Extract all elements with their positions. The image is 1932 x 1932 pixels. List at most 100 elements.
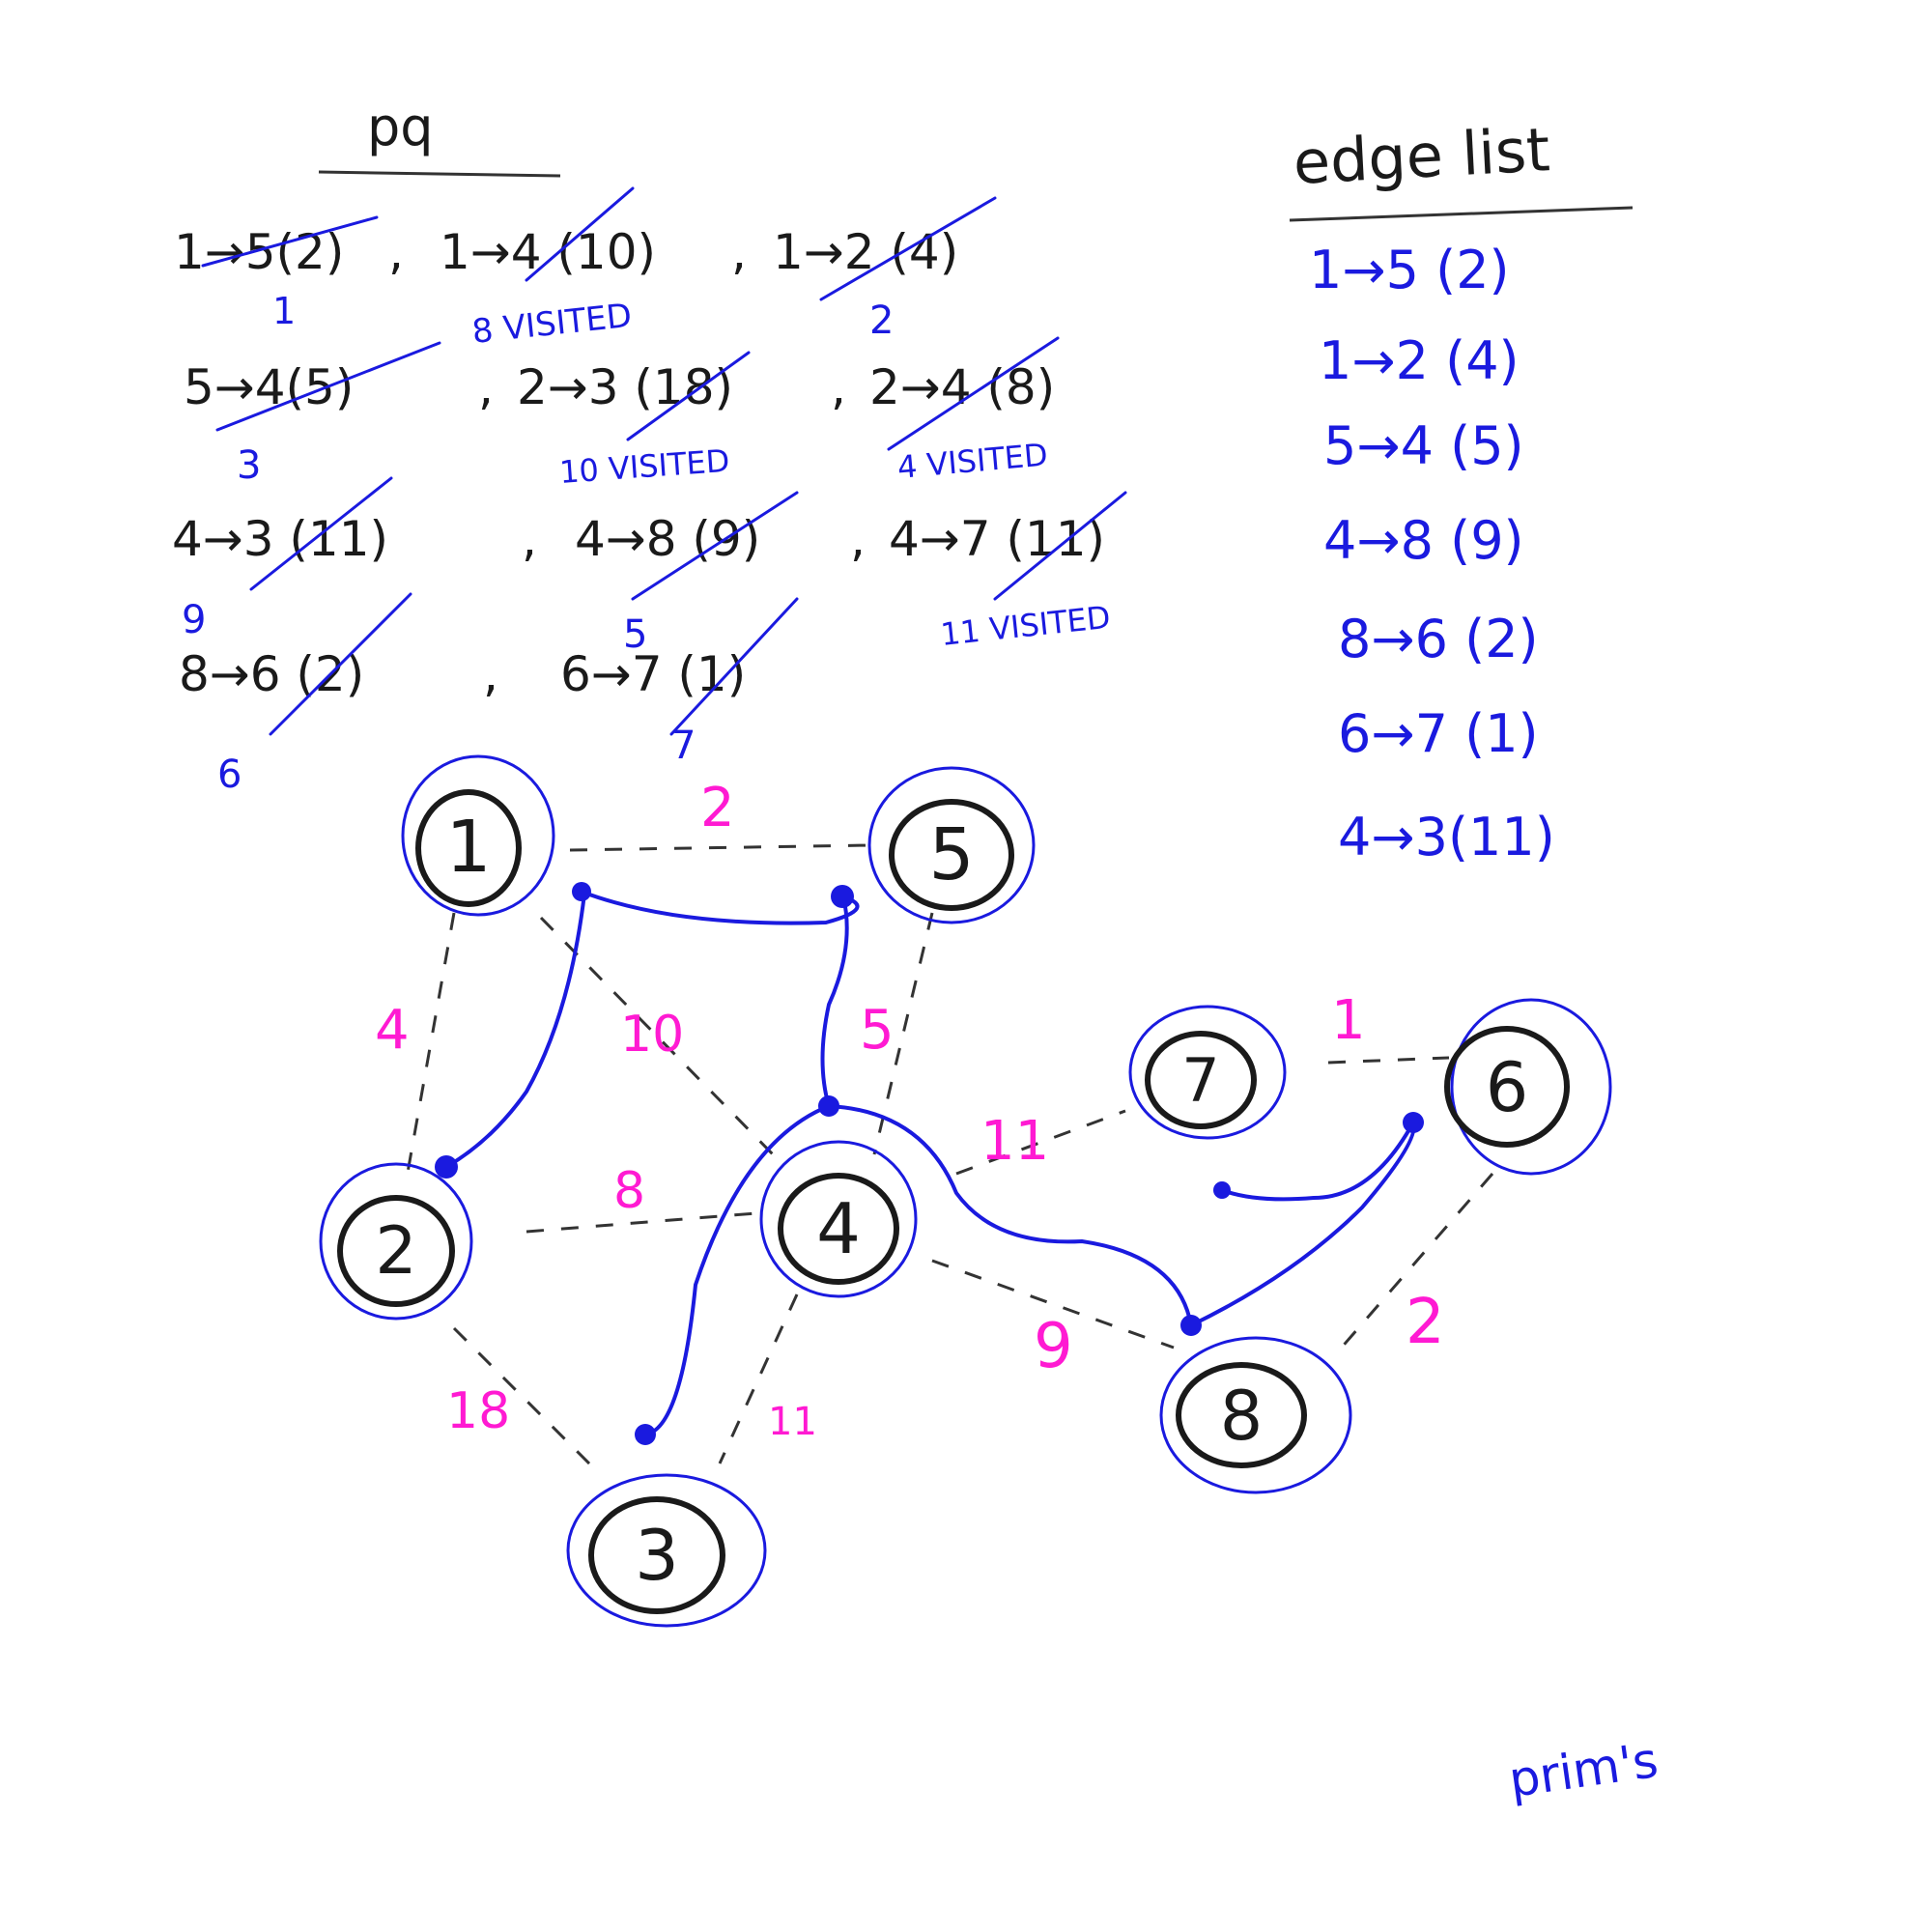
edge-weight: 11	[768, 1400, 817, 1444]
edge-weight: 2	[700, 777, 735, 839]
mst-edge-1-2	[444, 892, 586, 1169]
graph-edge-5-4	[872, 912, 934, 1155]
graph-node-7: 7	[1128, 1005, 1287, 1140]
pq-strikethrough	[626, 351, 751, 441]
pq-separator: ,	[850, 511, 866, 567]
graph-edge-1-2	[404, 912, 456, 1184]
edge-list-item: 4→8 (9)	[1323, 510, 1524, 571]
node-label: 4	[816, 1188, 861, 1269]
tree-endpoint-dot	[1180, 1315, 1202, 1336]
graph-edge-4-3	[718, 1293, 799, 1464]
pq-pick-order: 6	[217, 753, 242, 797]
node-label: 6	[1486, 1048, 1529, 1127]
pq-strikethrough	[887, 336, 1060, 451]
pq-separator: ,	[731, 224, 747, 280]
graph-edge-8-6	[1331, 1173, 1494, 1358]
pq-strikethrough	[525, 186, 635, 282]
edge-list-title: edge list	[1292, 114, 1551, 198]
mst-edge-4-8	[827, 1104, 1193, 1327]
tree-endpoint-dot	[831, 885, 854, 908]
graph-edge-1-5	[569, 843, 870, 852]
node-label: 2	[375, 1213, 416, 1290]
pq-entry: 2→4 (8)	[869, 359, 1055, 415]
pq-strikethrough	[819, 196, 997, 301]
pq-pick-order: 5	[623, 612, 647, 657]
pq-strikethrough	[993, 491, 1127, 601]
pq-entry: 6→7 (1)	[560, 646, 746, 702]
pq-strikethrough	[201, 215, 379, 268]
pq-strikethrough	[215, 341, 441, 432]
pq-separator: ,	[522, 511, 537, 567]
edge-list-item: 6→7 (1)	[1338, 703, 1539, 764]
pq-entry: 8→6 (2)	[179, 646, 364, 702]
pq-entry: 1→2 (4)	[773, 224, 958, 280]
mst-edge-6-7	[1220, 1121, 1415, 1202]
edge-weight: 18	[446, 1382, 510, 1440]
pq-strikethrough	[249, 476, 393, 591]
tree-endpoint-dot	[818, 1095, 839, 1117]
pq-entry: 4→3 (11)	[172, 511, 388, 567]
pq-pick-order: 2	[869, 298, 894, 343]
graph-edge-4-7	[955, 1109, 1126, 1176]
graph-node-2: 2	[319, 1162, 473, 1321]
edge-list-item: 1→5 (2)	[1309, 240, 1510, 300]
graph-node-5: 5	[867, 766, 1036, 924]
edge-list-item: 4→3(11)	[1338, 807, 1555, 867]
pq-visited-note: 10 VISITED	[558, 442, 731, 491]
node-label: 5	[928, 813, 974, 896]
graph-node-8: 8	[1159, 1336, 1352, 1494]
pq-pick-order: 9	[182, 598, 206, 642]
pq-visited-note: 4 VISITED	[895, 437, 1049, 486]
mst-edge-5-4	[820, 895, 849, 1108]
pq-separator: ,	[483, 646, 498, 702]
edge-weight: 4	[375, 999, 410, 1062]
pq-entry: 2→3 (18)	[517, 359, 733, 415]
edge-list-item: 5→4 (5)	[1323, 415, 1524, 476]
tree-endpoint-dot	[635, 1424, 656, 1445]
pq-strikethrough	[269, 592, 412, 736]
pq-separator: ,	[478, 359, 494, 415]
edge-list-item: 8→6 (2)	[1338, 609, 1539, 669]
pq-pick-order: 1	[272, 290, 296, 332]
tree-endpoint-dot	[435, 1155, 458, 1179]
mst-edge-4-3	[643, 1104, 831, 1436]
pq-pick-order: 3	[237, 443, 261, 488]
node-label: 7	[1181, 1045, 1219, 1116]
diagram-caption: prim's	[1506, 1732, 1662, 1808]
pq-title: pq	[367, 97, 434, 157]
edge-weight: 5	[860, 999, 895, 1062]
tree-endpoint-dot	[1213, 1181, 1231, 1199]
graph-node-6: 6	[1444, 998, 1612, 1176]
pq-entry: 4→8 (9)	[575, 511, 760, 567]
node-label: 8	[1220, 1377, 1264, 1456]
edge-weight: 2	[1406, 1287, 1445, 1358]
edge-list-item: 1→2 (4)	[1319, 330, 1520, 391]
graph-node-3: 3	[566, 1473, 767, 1628]
edge-weight: 10	[620, 1006, 684, 1064]
pq-entry: 1→4 (10)	[440, 224, 656, 280]
pq-pick-order: 7	[671, 724, 696, 768]
pq-entry: 4→7 (11)	[889, 511, 1105, 567]
edge-weight: 11	[980, 1110, 1049, 1173]
edge-list-title-underline	[1289, 206, 1634, 222]
mst-edge-8-6	[1189, 1121, 1416, 1327]
mst-edge-1-5	[580, 890, 860, 925]
pq-separator: ,	[831, 359, 846, 415]
edge-weight: 8	[613, 1162, 645, 1220]
graph-node-4: 4	[759, 1140, 918, 1298]
graph-edge-2-4	[526, 1210, 769, 1234]
edge-weight: 9	[1034, 1311, 1073, 1382]
pq-strikethrough	[631, 491, 799, 601]
node-label: 1	[445, 806, 491, 889]
graph-edge-4-8	[931, 1259, 1175, 1350]
tree-endpoint-dot	[572, 882, 591, 901]
pq-separator: ,	[388, 224, 404, 280]
node-label: 3	[635, 1515, 679, 1596]
graph-edge-7-6	[1327, 1056, 1450, 1065]
tree-endpoint-dot	[1403, 1112, 1424, 1133]
graph-node-1: 1	[401, 754, 555, 917]
pq-title-underline	[318, 170, 561, 178]
pq-strikethrough	[669, 597, 799, 736]
